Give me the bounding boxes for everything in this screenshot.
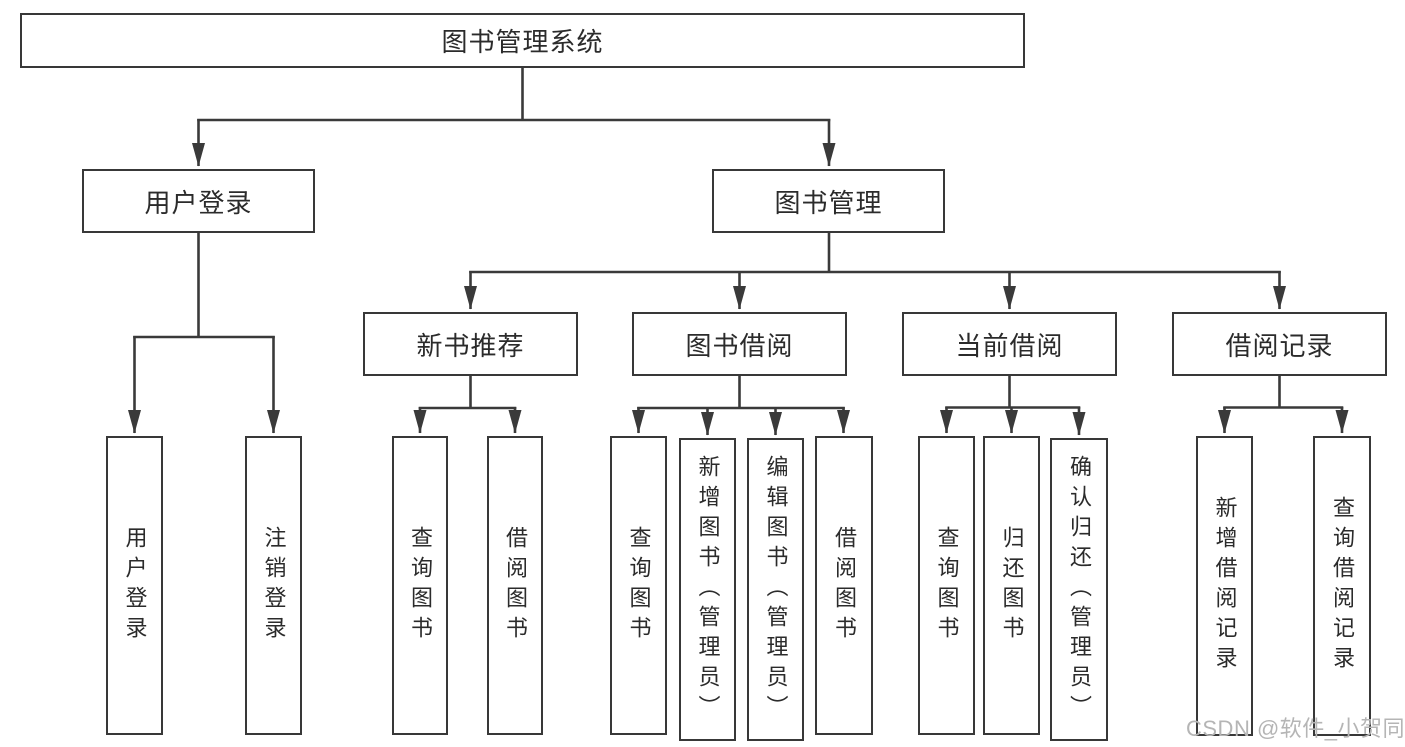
node-current-borrow: 当前借阅 (902, 312, 1117, 376)
root-branch-connectors (192, 68, 836, 167)
node-book-borrow: 图书借阅 (632, 312, 847, 376)
leaf-borrow-add-books-admin: 新增图书（管理员） (679, 438, 736, 741)
leaf-user-login: 用户登录 (106, 436, 163, 735)
leaf-current-query-books: 查询图书 (918, 436, 975, 735)
node-borrow-records: 借阅记录 (1172, 312, 1387, 376)
leaf-current-return-books: 归还图书 (983, 436, 1040, 735)
book-management-branch-connectors (464, 233, 1286, 310)
leaf-logout: 注销登录 (245, 436, 302, 735)
leaf-borrow-edit-books-admin: 编辑图书（管理员） (747, 438, 804, 741)
node-book-management: 图书管理 (712, 169, 945, 233)
node-new-book-recommend: 新书推荐 (363, 312, 578, 376)
leaf-borrow-query-books: 查询图书 (610, 436, 667, 735)
user-login-branch-connectors (128, 233, 280, 434)
leaf-borrow-borrow-books: 借阅图书 (815, 436, 873, 735)
new-book-branch-connectors (413, 376, 522, 434)
leaf-newbook-query-books: 查询图书 (392, 436, 448, 735)
leaf-newbook-borrow-books: 借阅图书 (487, 436, 543, 735)
leaf-records-query-borrow-record: 查询借阅记录 (1313, 436, 1371, 736)
current-borrow-branch-connectors (940, 376, 1086, 436)
leaf-current-confirm-return-admin: 确认归还（管理员） (1050, 438, 1108, 741)
leaf-records-add-borrow-record: 新增借阅记录 (1196, 436, 1253, 736)
node-library-management-system: 图书管理系统 (20, 13, 1025, 68)
node-user-login: 用户登录 (82, 169, 315, 233)
borrow-records-branch-connectors (1218, 376, 1349, 434)
book-borrow-branch-connectors (632, 376, 850, 436)
csdn-watermark: CSDN @软件_小贺同学 (1186, 716, 1405, 741)
